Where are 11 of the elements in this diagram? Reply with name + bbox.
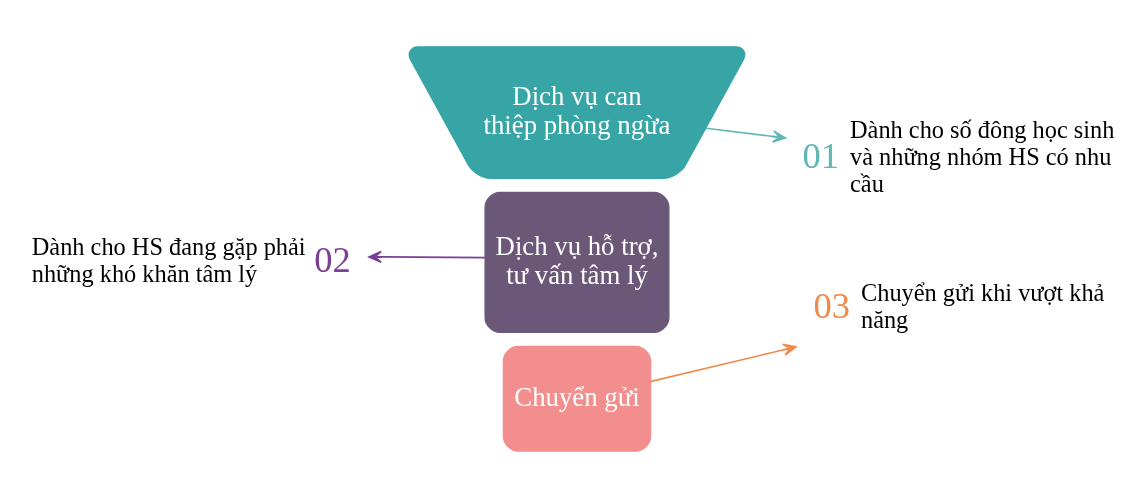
arrow xyxy=(368,250,486,263)
node-label: Dành cho số đông học sinh và những nhóm HS có nhu cầu xyxy=(850,115,1115,197)
arrow xyxy=(705,127,787,143)
node-text: 02 xyxy=(314,238,351,280)
node-text: 01 xyxy=(802,134,840,176)
node-label: Dành cho HS đang gặp phải những khó khăn tâm lý xyxy=(31,232,306,287)
node-box: Dịch vụ hỗ trợ, tư vấn tâm lý xyxy=(484,191,670,333)
node-text: 03 xyxy=(813,284,850,326)
node-box: Chuyển gửi xyxy=(502,345,652,452)
arrow xyxy=(650,343,797,382)
node-label: Chuyển gửi khi vượt khả năng xyxy=(860,278,1105,333)
